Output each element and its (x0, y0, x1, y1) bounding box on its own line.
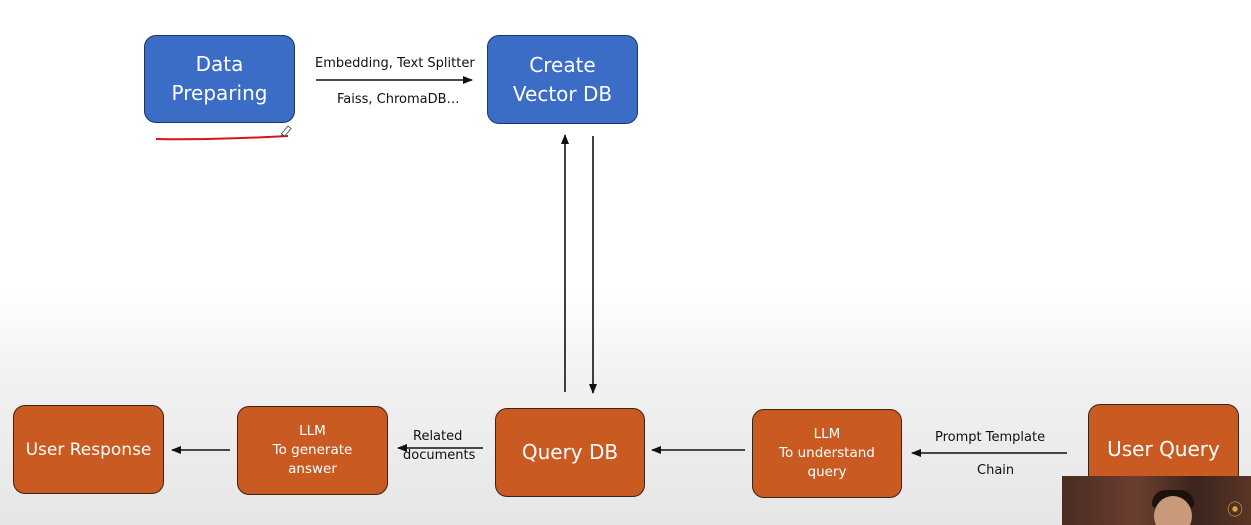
node-data-preparing-line2: Preparing (171, 81, 268, 105)
node-query-db-label: Query DB (521, 440, 619, 464)
edge-label-prompt-template: Prompt Template (935, 430, 1046, 445)
node-query-db: Query DB (495, 408, 645, 497)
presenter-face (1154, 496, 1192, 525)
node-llm-understand-line1: LLM (813, 426, 841, 442)
node-create-vector-db-line1: Create (529, 52, 596, 77)
node-llm-understand-line2: To understand (779, 445, 875, 461)
node-user-query-label: User Query (1107, 436, 1220, 461)
edge-label-documents: documents (403, 448, 476, 463)
edge-label-faiss: Faiss, ChromaDB… (337, 92, 460, 107)
node-data-preparing-line1: Data (195, 52, 244, 76)
annotation-underline (155, 135, 289, 141)
webcam-overlay: ⦿ (1062, 476, 1251, 525)
node-data-preparing: Data Preparing (144, 35, 295, 123)
edge-label-embedding: Embedding, Text Splitter (315, 56, 475, 71)
node-llm-understand: LLM To understand query (752, 409, 902, 498)
node-llm-generate-line2: To generate (272, 442, 353, 458)
node-llm-generate-line1: LLM (299, 423, 326, 439)
node-create-vector-db-line2: Vector DB (512, 81, 613, 106)
edge-label-related: Related (413, 429, 463, 444)
edge-label-chain: Chain (977, 463, 1015, 478)
node-user-response: User Response (13, 405, 164, 494)
webcam-logo-icon: ⦿ (1226, 500, 1243, 519)
node-user-response-label: User Response (25, 439, 152, 460)
node-llm-generate: LLM To generate answer (237, 406, 388, 495)
node-llm-understand-line3: query (807, 464, 847, 480)
node-llm-generate-line3: answer (288, 461, 337, 477)
pencil-icon (281, 125, 292, 138)
node-create-vector-db: Create Vector DB (487, 35, 638, 124)
